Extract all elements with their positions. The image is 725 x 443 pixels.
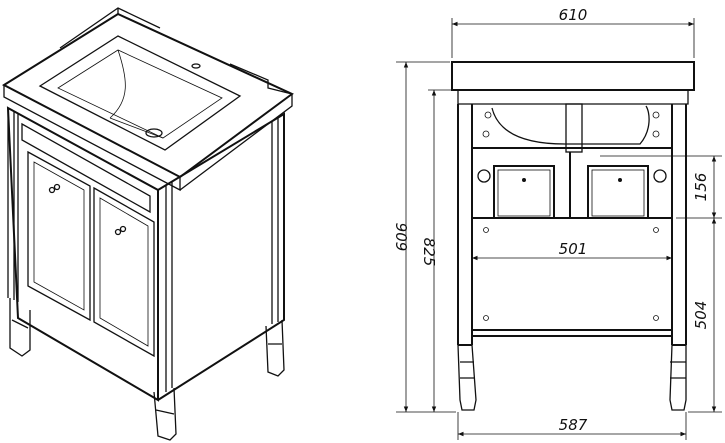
dim-inner-width: 501: [559, 240, 588, 258]
right-pilaster: [157, 182, 173, 398]
sink-top-front-edge: [3, 85, 181, 192]
left-door-knob-icon: [48, 183, 61, 194]
faucet-hole-icon: [191, 63, 201, 69]
sink-top-side-edge: [179, 94, 293, 191]
back-rail: [59, 7, 161, 49]
elevation-right-foot: [669, 344, 687, 411]
dim-lower-height: 504: [692, 301, 710, 330]
cabinet-front: [6, 106, 159, 402]
dim-base-width: 587: [559, 416, 588, 434]
dim-total-height: 909: [392, 223, 410, 252]
elevation-basin: [491, 105, 650, 145]
vanity-perspective-view: [1, 7, 294, 441]
drain-icon: [145, 128, 163, 138]
elevation-right-drawer: [587, 165, 649, 219]
left-pilaster: [7, 108, 19, 302]
side-pilaster: [271, 118, 279, 324]
cabinet-side: [157, 112, 285, 401]
side-rail: [229, 63, 293, 95]
left-door-panel: [33, 161, 85, 311]
dimensions: 610 909 825 156 501 504 587: [392, 6, 722, 440]
right-drawer-knob-icon: [618, 178, 622, 182]
elevation-right-leg: [671, 104, 687, 346]
front-left-leg: [9, 298, 31, 357]
elevation-drawer-frame: [472, 147, 672, 219]
sink-top: [1, 12, 294, 179]
left-door: [27, 150, 91, 322]
elevation-left-leg: [457, 104, 473, 346]
basin-inner: [57, 49, 223, 139]
right-door-knob-icon: [114, 225, 127, 236]
elevation-drain-pipe: [565, 103, 583, 153]
right-door: [93, 186, 155, 358]
basin-rim: [38, 35, 242, 151]
elevation-top: [451, 61, 695, 91]
vanity-front-elevation: [451, 61, 695, 411]
right-door-panel: [99, 197, 149, 347]
front-right-leg: [153, 387, 177, 441]
left-drawer-knob-icon: [522, 178, 526, 182]
dim-frame-height: 825: [420, 238, 438, 267]
elevation-bottom-shelf: [472, 329, 672, 337]
elevation-left-drawer: [493, 165, 555, 219]
back-right-leg: [265, 319, 285, 377]
dim-top-width: 610: [559, 6, 588, 24]
dim-drawer-height: 156: [692, 173, 710, 202]
drawer-band: [21, 122, 151, 214]
elevation-left-foot: [457, 344, 477, 411]
basin-curve: [109, 49, 164, 139]
